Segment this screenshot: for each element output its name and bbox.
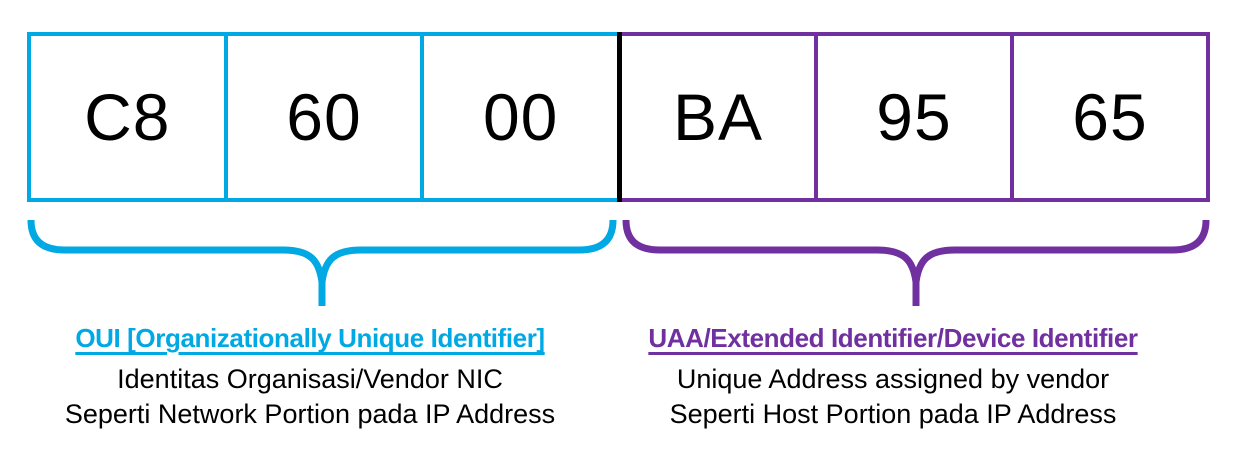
octet-cell-1: C8 — [84, 80, 171, 154]
oui-brace-icon — [27, 219, 617, 306]
oui-label-block: OUI [Organizationally Unique Identifier]… — [10, 323, 610, 432]
octet-cell-4: BA — [672, 80, 764, 154]
uaa-label-block: UAA/Extended Identifier/Device Identifie… — [618, 323, 1168, 432]
oui-uaa-divider — [617, 32, 622, 202]
octet-cell-6: 65 — [1010, 36, 1206, 198]
uaa-octet-group: BA 95 65 — [622, 32, 1210, 202]
uaa-heading: UAA/Extended Identifier/Device Identifie… — [648, 323, 1138, 353]
uaa-brace-icon — [622, 219, 1210, 306]
octet-cell-3: 00 — [420, 36, 617, 198]
oui-octet-group: C8 60 00 — [27, 32, 617, 202]
uaa-description-line-1: Unique Address assigned by vendor — [676, 364, 1110, 394]
oui-description-line-2: Seperti Network Portion pada IP Address — [64, 399, 556, 429]
mac-octet-row: C8 60 00 BA 95 65 — [27, 32, 1210, 202]
uaa-description-line-2: Seperti Host Portion pada IP Address — [669, 399, 1117, 429]
oui-description-line-1: Identitas Organisasi/Vendor NIC — [117, 364, 503, 394]
octet-cell-2: 60 — [223, 36, 421, 198]
octet-cell-5: 95 — [814, 36, 1010, 198]
oui-heading: OUI [Organizationally Unique Identifier] — [75, 323, 545, 353]
